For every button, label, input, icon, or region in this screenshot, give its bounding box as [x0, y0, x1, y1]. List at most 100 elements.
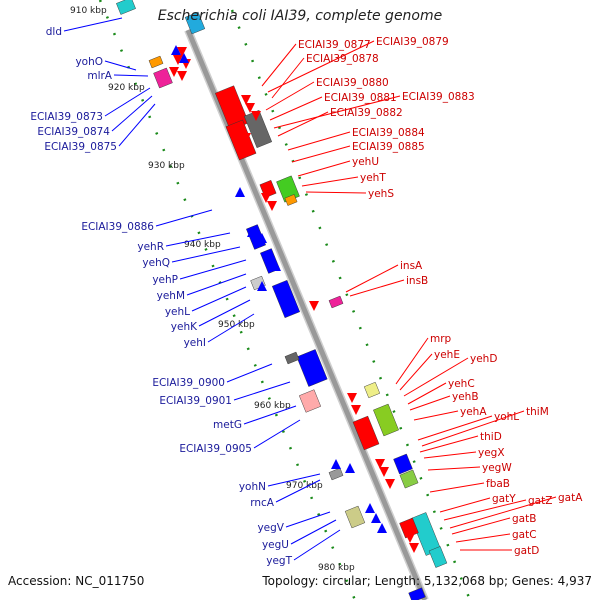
gene-block [243, 109, 273, 149]
leader-line [277, 111, 329, 137]
leader-line [273, 95, 401, 129]
gene-label-reverse: yohN [239, 481, 266, 493]
gene-label-reverse: rncA [250, 497, 275, 509]
gene-block [298, 389, 322, 413]
leader-line [285, 511, 331, 528]
gene-block [393, 453, 413, 475]
leader-line [171, 246, 241, 263]
forward-arrow [261, 193, 271, 203]
leader-line [429, 482, 485, 493]
gene-label-forward: thiD [480, 431, 502, 443]
gene-label-forward: gatY [492, 493, 516, 505]
gene-block [328, 295, 344, 309]
forward-arrow [401, 523, 411, 533]
reverse-arrow [265, 253, 275, 263]
leader-line [395, 337, 429, 385]
gene-label-forward: insA [400, 260, 423, 272]
leader-line [349, 279, 405, 297]
kbp-label: 920 kbp [108, 83, 145, 93]
gene-block [184, 11, 206, 35]
leader-line [287, 131, 351, 151]
tick-track-left [98, 0, 357, 601]
forward-arrow [177, 47, 187, 57]
leader-line [399, 353, 433, 391]
leader-line [419, 435, 479, 453]
gene-label-forward: ECIAI39_0880 [316, 77, 389, 89]
forward-arrow [405, 533, 415, 543]
leader-line [253, 419, 301, 449]
gene-block [363, 381, 381, 399]
kbp-label: 910 kbp [70, 6, 107, 16]
gene-label-forward: ECIAI39_0881 [324, 92, 397, 104]
gene-label-forward: ECIAI39_0885 [352, 141, 425, 153]
gene-label-reverse: yegT [266, 555, 292, 567]
gene-label-reverse: yehR [137, 241, 164, 253]
forward-arrow [245, 103, 255, 113]
gene-label-forward: gatB [512, 513, 536, 525]
leader-line [111, 95, 153, 132]
leader-line [293, 529, 341, 561]
feature-layer [98, 0, 472, 603]
gene-block [428, 546, 448, 568]
gene-label-reverse: dld [46, 26, 62, 38]
topology-text: Topology: circular; Length: 5,132,068 bp… [262, 574, 592, 588]
gene-label-forward: yehB [452, 391, 479, 403]
forward-arrow [347, 393, 357, 403]
forward-arrow [409, 543, 419, 553]
gene-label-forward: ECIAI39_0879 [376, 36, 449, 48]
reverse-arrow [271, 261, 281, 271]
gene-label-reverse: ECIAI39_0901 [159, 395, 232, 407]
leader-line [407, 382, 447, 405]
gene-label-reverse: yegU [262, 539, 289, 551]
gene-label-forward: yehE [434, 349, 460, 361]
gene-label-reverse: ECIAI39_0875 [44, 141, 117, 153]
reverse-arrow [171, 45, 181, 55]
gene-label-forward: thiM [526, 406, 549, 418]
gene-label-forward: gatC [512, 529, 537, 541]
leader-line [291, 145, 351, 163]
gene-label-forward: gatZ [528, 495, 552, 507]
forward-arrow [241, 95, 251, 105]
leader-line [118, 103, 156, 147]
reverse-arrow [257, 233, 267, 243]
gene-label-forward: yehU [352, 156, 379, 168]
leader-line [271, 57, 305, 99]
leader-line [191, 286, 247, 312]
reverse-arrow [371, 513, 381, 523]
reverse-arrow [345, 463, 355, 473]
leader-line [269, 96, 323, 121]
forward-arrow [251, 111, 261, 121]
forward-arrow [173, 55, 183, 65]
gene-label-reverse: yehK [171, 321, 198, 333]
gene-label-reverse: ECIAI39_0886 [81, 221, 154, 233]
leader-line [63, 17, 123, 32]
forward-arrow [241, 133, 251, 143]
gene-label-forward: ECIAI39_0882 [330, 107, 403, 119]
gene-label-forward: fbaB [486, 478, 510, 490]
leader-line [421, 410, 525, 447]
gene-block [328, 467, 344, 481]
gene-label-forward: mrp [430, 333, 452, 345]
leader-line [267, 40, 375, 93]
forward-arrow [379, 467, 389, 477]
gene-label-forward: ECIAI39_0884 [352, 127, 425, 139]
gene-block [153, 67, 173, 89]
forward-arrow [351, 405, 361, 415]
leader-line [451, 517, 511, 535]
gene-label-reverse: yehM [157, 290, 185, 302]
leader-line [265, 81, 315, 111]
leader-line [417, 415, 493, 441]
leader-line [427, 466, 481, 471]
gene-label-forward: yehA [460, 406, 487, 418]
gene-block [399, 469, 419, 489]
leader-line [301, 176, 359, 187]
leader-line [290, 519, 337, 545]
gene-block [284, 351, 300, 365]
reverse-arrow [235, 187, 245, 197]
gene-label-forward: yegW [482, 462, 512, 474]
kbp-label: 970 kbp [286, 481, 323, 491]
gene-block [116, 0, 136, 15]
leader-line [413, 410, 459, 421]
gene-block [344, 505, 366, 529]
